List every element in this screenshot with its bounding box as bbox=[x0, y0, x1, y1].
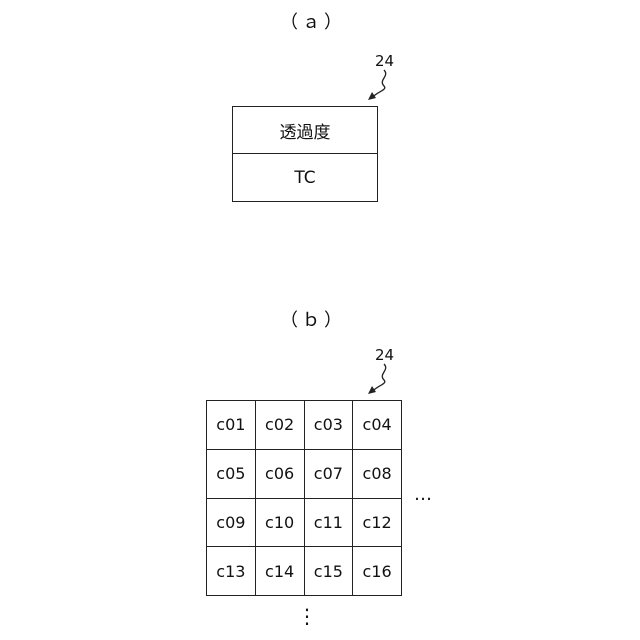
tc-value-cell: TC bbox=[233, 154, 377, 201]
grid-cell: c04 bbox=[353, 401, 402, 450]
vertical-ellipsis: ⋮ bbox=[297, 604, 317, 628]
grid-cell: c13 bbox=[207, 547, 256, 596]
grid-cell: c03 bbox=[305, 401, 354, 450]
grid-cell: c10 bbox=[256, 499, 305, 548]
grid-cell: c15 bbox=[305, 547, 354, 596]
panel-b-reference-arrow bbox=[364, 362, 394, 396]
grid-cell: c05 bbox=[207, 450, 256, 499]
grid-cell: c06 bbox=[256, 450, 305, 499]
grid-cell: c01 bbox=[207, 401, 256, 450]
pixel-cell-grid: c01 c02 c03 c04 c05 c06 c07 c08 c09 c10 … bbox=[206, 400, 402, 596]
grid-cell: c09 bbox=[207, 499, 256, 548]
grid-cell: c12 bbox=[353, 499, 402, 548]
grid-cell: c16 bbox=[353, 547, 402, 596]
grid-cell: c11 bbox=[305, 499, 354, 548]
panel-a-label: （ａ） bbox=[280, 8, 346, 34]
transparency-data-box: 透過度 TC bbox=[232, 106, 378, 202]
grid-cell: c02 bbox=[256, 401, 305, 450]
grid-cell: c14 bbox=[256, 547, 305, 596]
transparency-label-cell: 透過度 bbox=[233, 107, 377, 154]
panel-a-reference-arrow bbox=[364, 68, 394, 102]
horizontal-ellipsis: … bbox=[414, 484, 433, 505]
grid-cell: c08 bbox=[353, 450, 402, 499]
grid-cell: c07 bbox=[305, 450, 354, 499]
panel-b-label: （ｂ） bbox=[280, 306, 346, 332]
